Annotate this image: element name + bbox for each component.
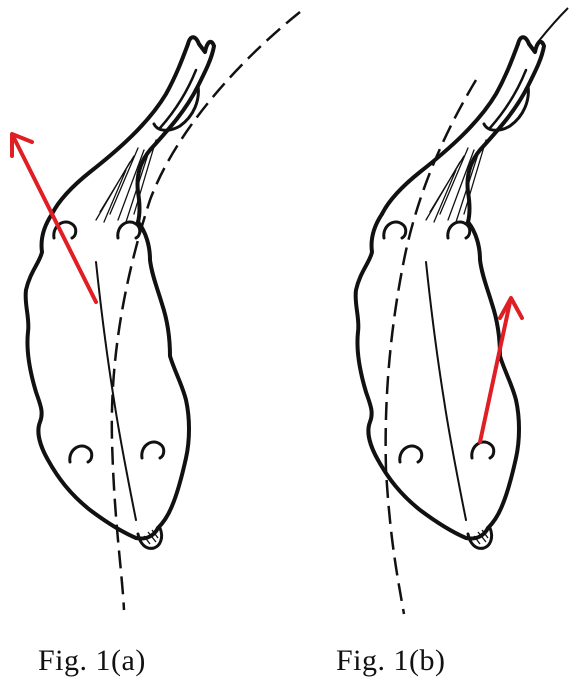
force-arrow-a bbox=[12, 134, 96, 302]
force-arrow-b bbox=[480, 298, 522, 442]
animal-b bbox=[356, 37, 544, 548]
animal-a bbox=[26, 37, 214, 548]
trajectory-curve-a bbox=[112, 12, 300, 610]
caption-figure-b: Fig. 1(b) bbox=[336, 644, 446, 678]
tether-line-b bbox=[538, 8, 568, 42]
caption-figure-a: Fig. 1(a) bbox=[38, 644, 146, 678]
